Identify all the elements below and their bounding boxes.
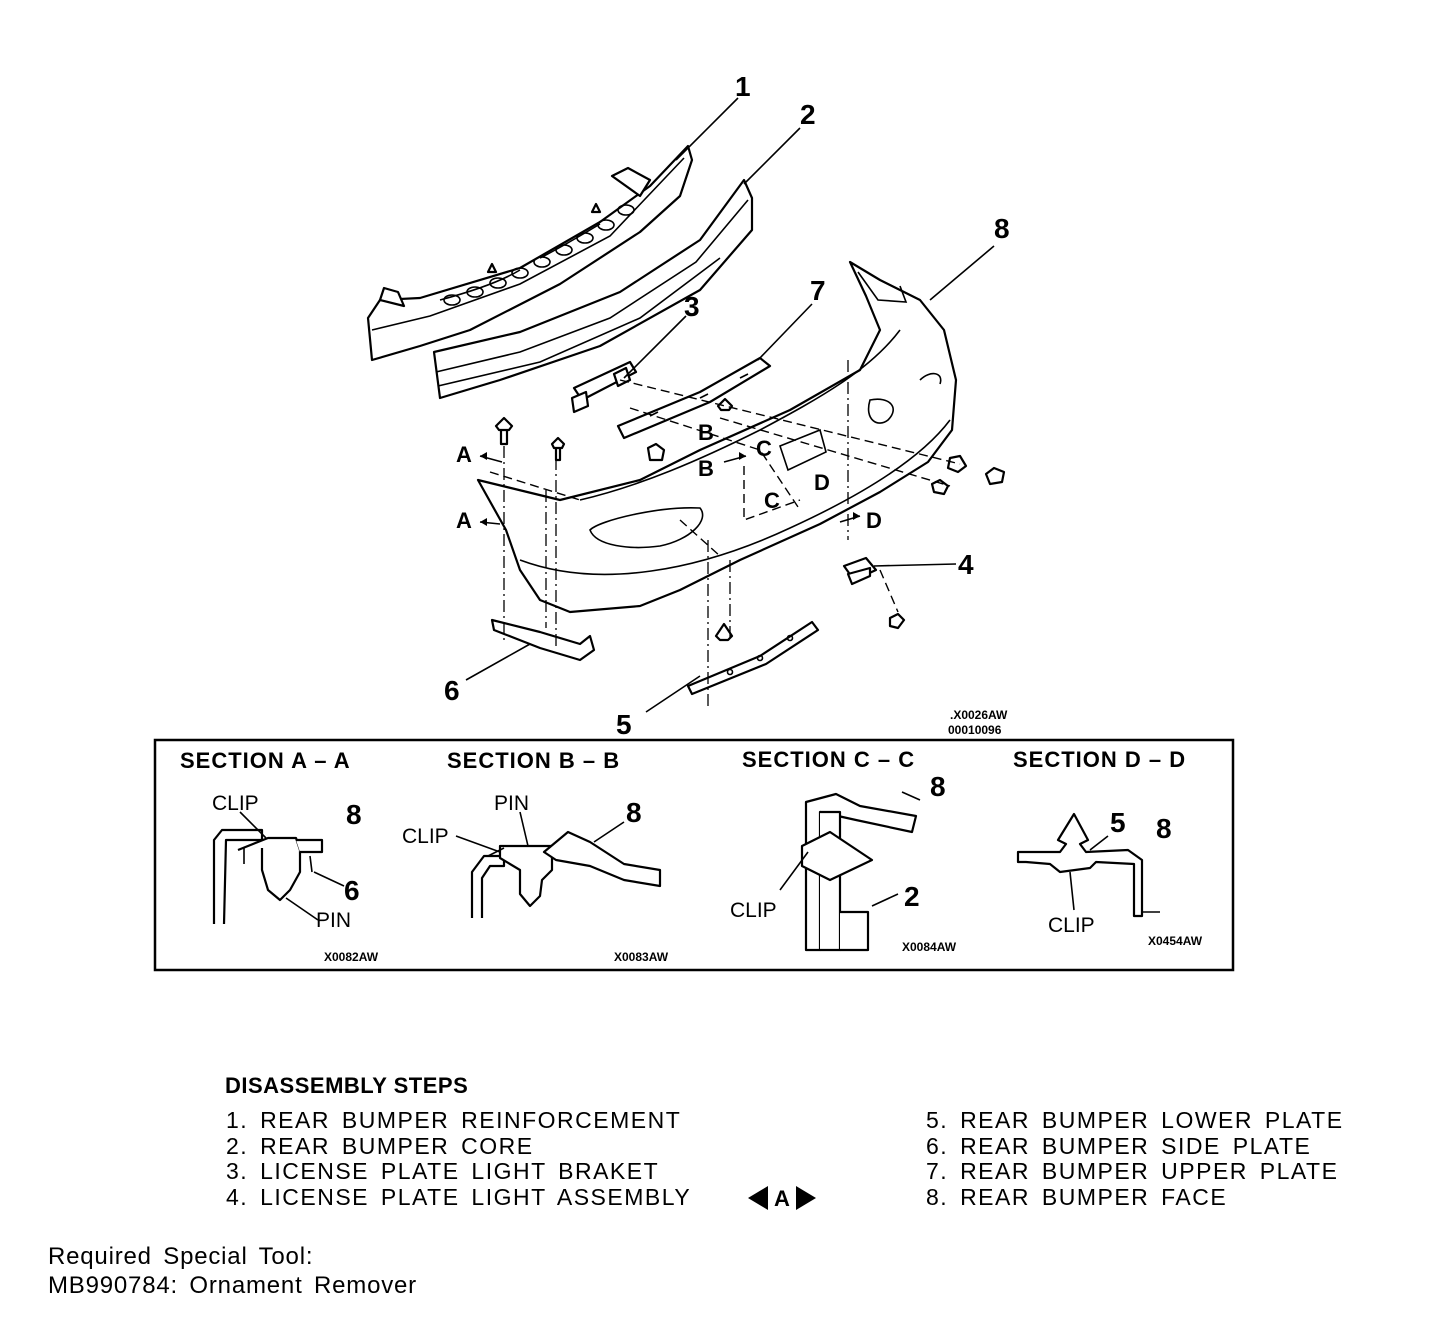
section-d-drawing: 5 8 CLIP X0454AW xyxy=(1016,807,1203,948)
steps-right-column: 5. REAR BUMPER LOWER PLATE 6. REAR BUMPE… xyxy=(926,1107,1344,1210)
part-license-light xyxy=(842,556,878,586)
section-title-a: SECTION A – A xyxy=(180,748,351,773)
required-tool-item: MB990784: Ornament Remover xyxy=(48,1272,417,1299)
section-a-drawing: CLIP 8 6 PIN X0082AW xyxy=(212,792,379,964)
callout-7: 7 xyxy=(810,275,826,306)
section-a-label-6: 6 xyxy=(344,875,360,906)
callout-6: 6 xyxy=(444,675,460,706)
section-d-code: X0454AW xyxy=(1148,934,1203,948)
part-license-bracket xyxy=(570,360,638,414)
step-item: 5. REAR BUMPER LOWER PLATE xyxy=(926,1107,1344,1133)
section-ref-b-bottom: B xyxy=(698,456,714,481)
callout-3: 3 xyxy=(684,291,700,322)
section-d-label-8: 8 xyxy=(1156,813,1172,844)
callout-5: 5 xyxy=(616,709,632,740)
required-tool-heading: Required Special Tool: xyxy=(48,1243,314,1270)
section-ref-c-top: C xyxy=(756,436,772,461)
section-a-label-8: 8 xyxy=(346,799,362,830)
drawing-code-primary: .X0026AW xyxy=(950,708,1008,722)
service-point-mark: A xyxy=(748,1186,816,1211)
step-item: 3. LICENSE PLATE LIGHT BRAKET xyxy=(226,1158,660,1184)
service-point-letter: A xyxy=(774,1186,790,1211)
step-item: 7. REAR BUMPER UPPER PLATE xyxy=(926,1158,1339,1184)
section-d-label-clip: CLIP xyxy=(1048,914,1095,937)
callout-labels: 1 2 3 4 5 6 7 8 xyxy=(444,71,1010,740)
step-item: 6. REAR BUMPER SIDE PLATE xyxy=(926,1132,1312,1159)
section-title-d: SECTION D – D xyxy=(1013,747,1186,772)
section-c-drawing: 8 CLIP 2 X0084AW xyxy=(730,771,957,954)
section-b-label-pin: PIN xyxy=(494,792,529,815)
section-c-label-8: 8 xyxy=(930,771,946,802)
steps-left-column: 1. REAR BUMPER REINFORCEMENT 2. REAR BUM… xyxy=(226,1107,692,1210)
step-item: 8. REAR BUMPER FACE xyxy=(926,1183,1228,1210)
section-ref-c-bottom: C xyxy=(764,488,780,513)
callout-4: 4 xyxy=(958,549,974,580)
callout-1: 1 xyxy=(735,71,751,102)
section-ref-b-top: B xyxy=(698,420,714,445)
part-side-plate xyxy=(490,618,596,662)
alignment-lines xyxy=(489,360,961,710)
section-arrows xyxy=(479,452,861,526)
section-a-label-clip: CLIP xyxy=(212,792,259,815)
step-item: 4. LICENSE PLATE LIGHT ASSEMBLY xyxy=(226,1183,692,1210)
step-item: 1. REAR BUMPER REINFORCEMENT xyxy=(226,1107,682,1133)
section-c-code: X0084AW xyxy=(902,940,957,954)
section-letters: A A B B C C D D xyxy=(456,420,882,533)
drawing-code-secondary: 00010096 xyxy=(948,723,1002,737)
section-ref-d-top: D xyxy=(814,470,830,495)
section-ref-d-bottom: D xyxy=(866,508,882,533)
section-b-drawing: PIN CLIP 8 X0083AW xyxy=(402,792,669,964)
fasteners xyxy=(494,397,1006,642)
section-b-label-8: 8 xyxy=(626,797,642,828)
part-lower-plate xyxy=(686,620,820,696)
section-c-label-clip: CLIP xyxy=(730,899,777,922)
section-ref-a-bottom: A xyxy=(456,508,472,533)
section-ref-a-top: A xyxy=(456,442,472,467)
section-title-b: SECTION B – B xyxy=(447,748,620,773)
callout-2: 2 xyxy=(800,99,816,130)
section-b-code: X0083AW xyxy=(614,950,669,964)
section-title-c: SECTION C – C xyxy=(742,747,915,772)
callout-8: 8 xyxy=(994,213,1010,244)
section-b-label-clip: CLIP xyxy=(402,825,449,848)
part-core xyxy=(432,178,754,400)
required-tool: Required Special Tool: MB990784: Ornamen… xyxy=(48,1242,417,1300)
section-a-code: X0082AW xyxy=(324,950,379,964)
step-item: 2. REAR BUMPER CORE xyxy=(226,1132,534,1159)
callout-leaders xyxy=(465,97,995,713)
disassembly-title: DISASSEMBLY STEPS xyxy=(225,1073,469,1098)
part-reinforcement xyxy=(366,144,694,362)
section-d-label-5: 5 xyxy=(1110,807,1126,838)
sections-frame xyxy=(153,738,1235,972)
part-bumper-face xyxy=(476,260,958,614)
section-c-label-2: 2 xyxy=(904,881,920,912)
section-a-label-pin: PIN xyxy=(316,909,351,932)
